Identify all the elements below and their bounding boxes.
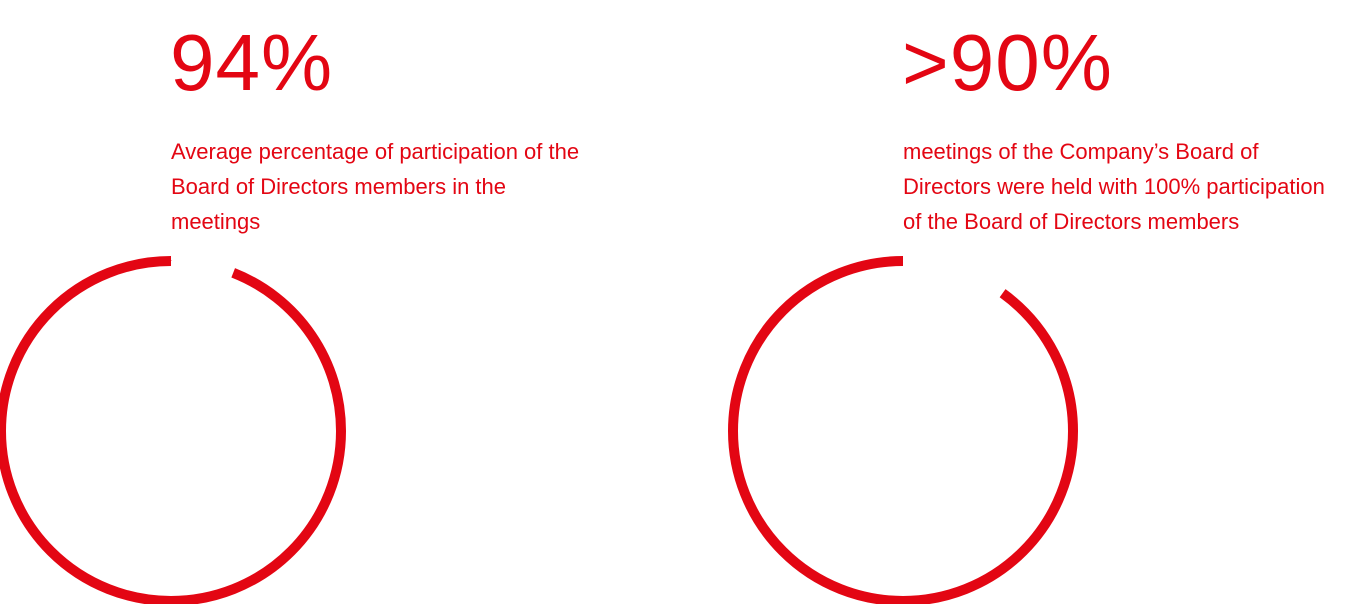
ring-filled-arc: [0, 256, 346, 604]
ring-filled-arc: [728, 256, 1078, 604]
stat-caption: Average percentage of participation of t…: [171, 139, 580, 234]
stat-block-participation: 94% Average percentage of participation …: [0, 18, 580, 604]
progress-ring-chart: [0, 256, 346, 604]
stat-value: >90%: [902, 18, 1113, 107]
stat-caption: meetings of the Company’s Board of Direc…: [903, 139, 1325, 234]
stat-block-full-attendance: >90% meetings of the Company’s Board of …: [674, 0, 1348, 604]
progress-ring-chart: [728, 256, 1078, 604]
stat-value: 94%: [170, 18, 334, 107]
